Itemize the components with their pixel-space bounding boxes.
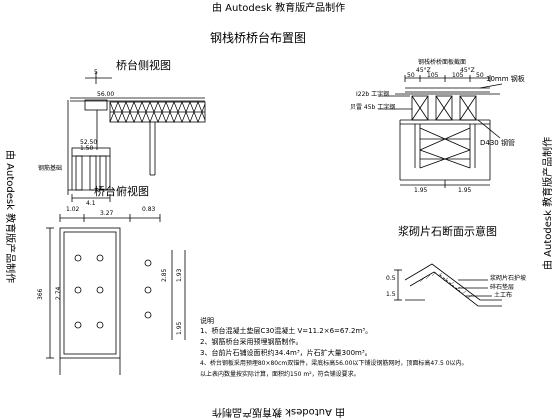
masonry-dim-1: 0.5	[386, 275, 396, 282]
watermark-bottom: 由 Autodesk 教育版产品制作	[212, 406, 346, 417]
notes-line-5: 以上表内数量按实际计算，面积约150 m²，符合铺设要求。	[200, 371, 360, 378]
section-beam2-label: 贝雷 45b 工字钢	[350, 104, 396, 111]
section-angle-left: 45°Z	[416, 67, 431, 74]
plan-dim-r2: 1.93	[176, 268, 183, 282]
section-angle-right: 45°Z	[460, 67, 475, 74]
watermark-top: 由 Autodesk 教育版产品制作	[212, 3, 346, 14]
section-label-top: 钢栈桥桥面板截面	[418, 59, 467, 66]
section-dim-bottom-1: 1.95	[414, 187, 428, 194]
section-plate-label: 10mm 钢板	[486, 75, 525, 83]
section-dim-2: 105	[427, 72, 439, 79]
plan-dim-top-left: 1.02	[66, 206, 80, 213]
notes-line-4: 4、桥台钢板采用预埋80×80cm双锚件，梁底标高56.00以下铺设钢筋网时，顶…	[200, 360, 468, 367]
plan-dim-top-mid: 3.27	[100, 210, 114, 217]
plan-view-title: 桥台俯视图	[94, 185, 149, 198]
masonry-label-1: 浆砌片石护坡	[490, 275, 527, 282]
notes-line-1: 1、桥台混凝土垫层C30混凝土 V=11.2×6=67.2m³。	[200, 327, 373, 335]
plan-dim-top-right: 0.83	[142, 206, 156, 213]
notes-line-2: 2、钢筋桥台采用预埋钢筋制作。	[200, 338, 303, 346]
side-view-title: 桥台侧视图	[116, 59, 171, 72]
plan-dim-inner: 2.74	[55, 286, 62, 300]
plan-dim-left: 366	[37, 288, 44, 300]
masonry-label-2: 碎石垫层	[490, 284, 515, 291]
side-dim-b: 1.50	[80, 145, 94, 152]
plan-dim-r1: 2.85	[161, 268, 168, 282]
main-title: 钢栈桥桥台布置图	[210, 31, 307, 45]
side-dim-a: 52.50	[80, 139, 98, 146]
section-pile-label: D430 钢管	[480, 139, 515, 147]
watermark-left: 由 Autodesk 教育版产品制作	[4, 150, 15, 284]
masonry-dim-2: 1.5	[386, 291, 396, 298]
plan-dim-r3: 1.95	[176, 321, 183, 335]
masonry-label-3: 土工布	[494, 292, 513, 299]
masonry-title: 浆砌片石断面示意图	[398, 225, 497, 238]
section-dim-3: 105	[452, 72, 464, 79]
side-dim-bottom: 4.1	[86, 200, 96, 207]
notes-line-3: 3、台前片石铺设面积约34.4m³，片石扩大量300m³。	[200, 349, 372, 357]
section-dim-4: 50	[476, 72, 484, 79]
section-dim-bottom-2: 1.95	[458, 187, 472, 194]
notes-heading: 说明	[200, 317, 214, 325]
side-dim-top: 5	[94, 69, 98, 76]
section-dim-1: 50	[407, 72, 415, 79]
side-foundation-label: 钢筋基础	[38, 165, 63, 172]
side-elevation: 56.00	[97, 91, 115, 98]
watermark-right: 由 Autodesk 教育版产品制作	[543, 136, 554, 270]
section-beam-label: I22b 工字钢	[356, 91, 390, 98]
